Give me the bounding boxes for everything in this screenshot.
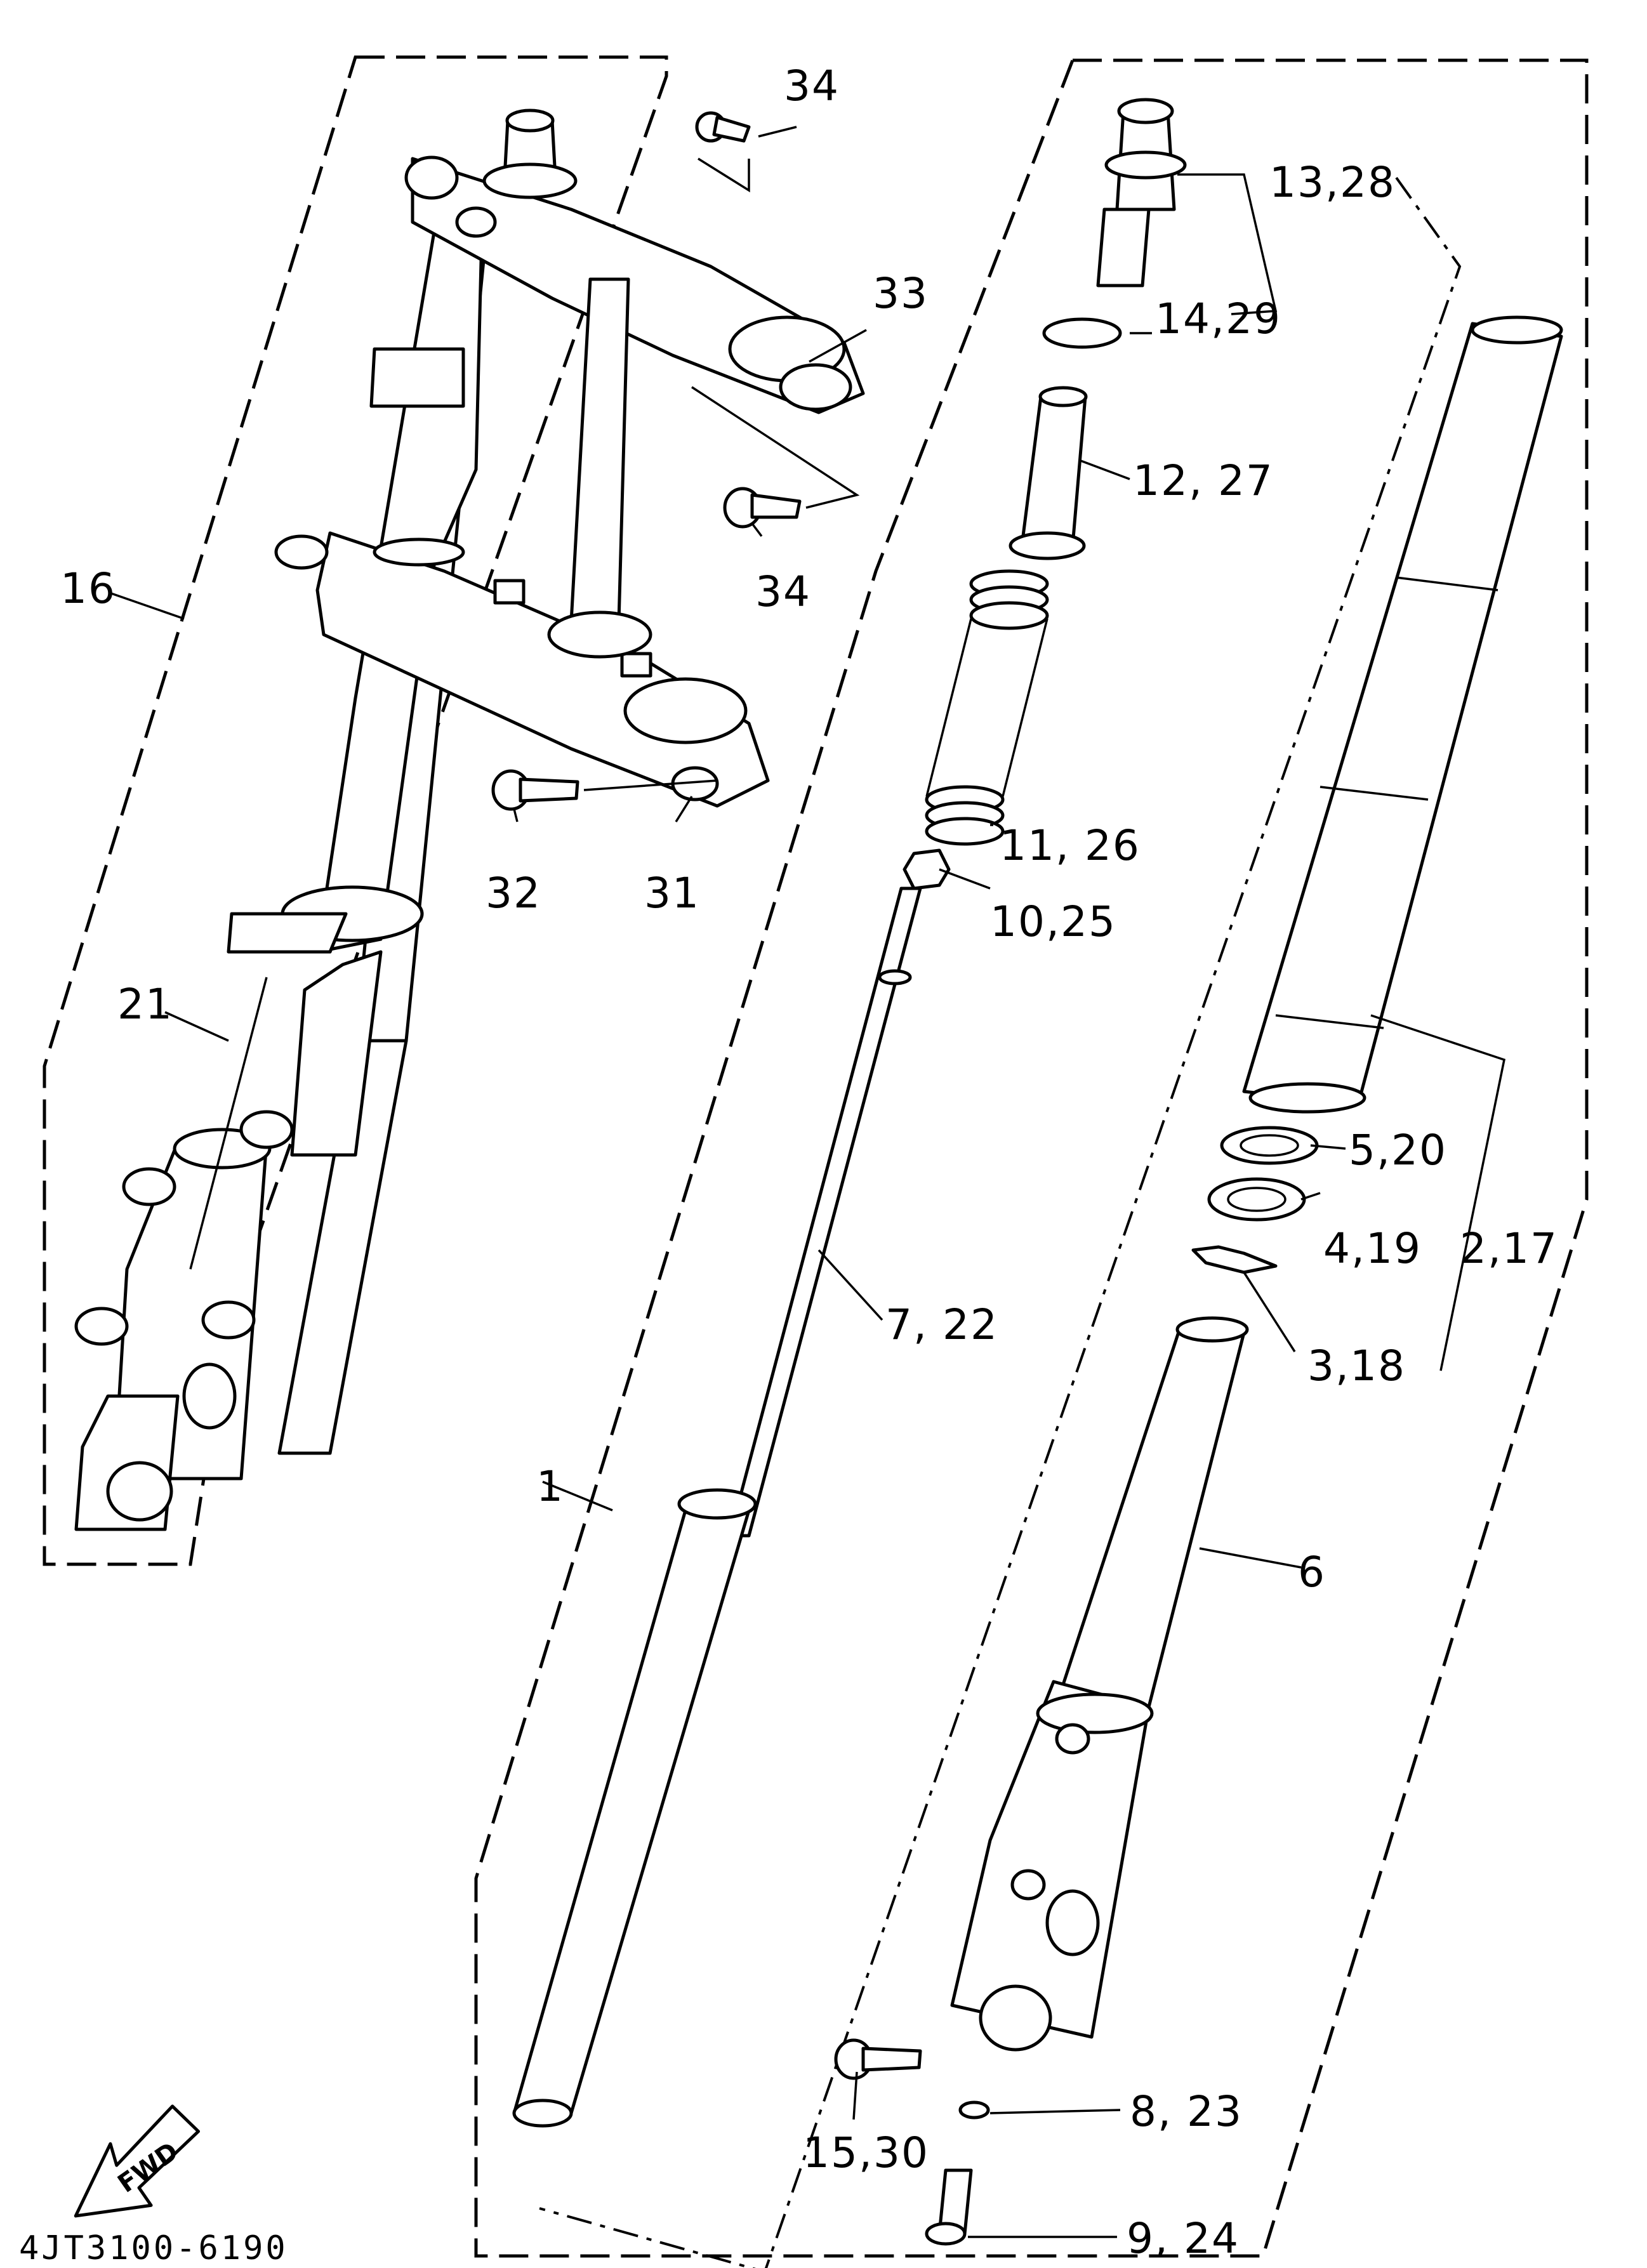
bolt-34-mid (723, 487, 802, 529)
label-32: 32 (486, 869, 541, 918)
label-12-27: 12, 27 (1133, 456, 1274, 505)
label-5-20: 5,20 (1349, 1126, 1447, 1175)
label-2-17: 2,17 (1460, 1224, 1558, 1273)
stem-nut (482, 109, 578, 199)
label-4-19: 4,19 (1323, 1224, 1422, 1273)
label-7-22: 7, 22 (885, 1300, 998, 1349)
label-3-18: 3,18 (1307, 1342, 1406, 1390)
label-33: 33 (873, 269, 929, 318)
clip-3-18 (1191, 1245, 1278, 1274)
outer-tube-2-17 (1242, 315, 1563, 1114)
label-13-28: 13,28 (1269, 158, 1396, 207)
dust-seal-5-20 (1220, 1126, 1319, 1165)
fwd-arrow-icon: FWD (74, 2104, 201, 2218)
label-6: 6 (1298, 1548, 1326, 1597)
bolt-32 (491, 769, 579, 811)
label-15-30: 15,30 (803, 2128, 929, 2177)
diagram-code: 4JT3100-6190 (19, 2229, 288, 2267)
lower-bracket-31 (274, 347, 770, 808)
label-9-24: 9, 24 (1127, 2214, 1240, 2263)
bolt-9-24 (925, 2168, 973, 2246)
label-21: 21 (117, 980, 173, 1029)
spacer-12-27 (1009, 386, 1088, 560)
steering-stem (569, 277, 630, 624)
label-31: 31 (644, 869, 700, 918)
label-1: 1 (536, 1462, 564, 1511)
label-8-23: 8, 23 (1130, 2087, 1243, 2136)
label-10-25: 10,25 (990, 897, 1116, 946)
bottom-case-6 (950, 1316, 1249, 2052)
label-14-29: 14,29 (1155, 294, 1281, 343)
right-assembly-boundary (474, 58, 1589, 2258)
spring-11-26 (925, 569, 1049, 846)
inner-tube-boundary (539, 176, 1462, 2268)
washer-8-23 (958, 2100, 990, 2120)
nut-10-25 (903, 848, 951, 890)
bolt-34-top (695, 111, 751, 143)
upper-bracket-33 (404, 155, 865, 414)
label-34-top: 34 (784, 62, 840, 110)
label-34-mid: 34 (755, 567, 811, 616)
o-ring-14-29 (1042, 317, 1122, 349)
inner-tube-1 (512, 1488, 757, 2128)
bolt-15-30 (834, 2038, 922, 2080)
damper-rod-7-22 (728, 887, 922, 1538)
label-11-26: 11, 26 (1000, 821, 1141, 870)
oil-seal-4-19 (1207, 1177, 1306, 1222)
cap-bolt-13-28 (1096, 98, 1187, 287)
label-16: 16 (60, 564, 116, 613)
